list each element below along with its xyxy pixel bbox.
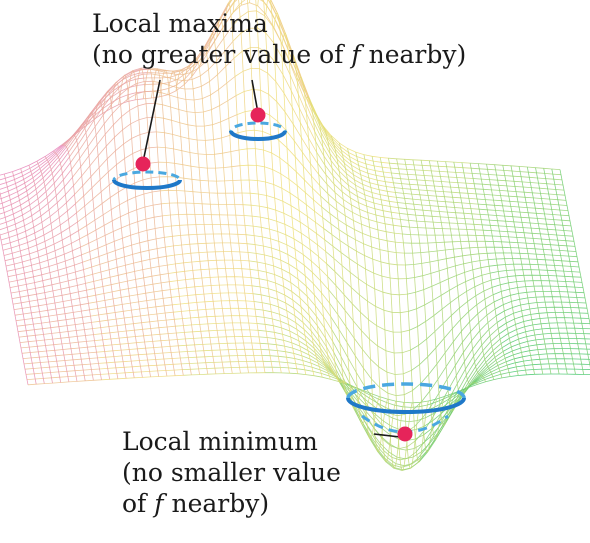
minimum-desc-text: of <box>122 489 155 518</box>
wireframe-grid <box>0 0 590 472</box>
local-minimum-description-2: of f nearby) <box>122 488 341 519</box>
maxima-desc-text: (no greater value of <box>92 40 352 69</box>
maximum-point-left <box>135 156 151 172</box>
local-minimum-description-1: (no smaller value <box>122 458 341 487</box>
maximum-ring-right-front <box>229 130 287 141</box>
maxima-desc-tail: nearby) <box>360 40 467 69</box>
minimum-desc-var: f <box>154 489 164 518</box>
maximum-ring-left-front <box>112 179 182 190</box>
minimum-pointer <box>373 433 401 438</box>
maximum-point-right <box>250 107 266 123</box>
local-minimum-title: Local minimum <box>122 427 318 456</box>
maxima-pointer-left <box>142 79 161 163</box>
local-maxima-description: (no greater value of f nearby) <box>92 39 466 70</box>
minimum-ring-back <box>346 382 466 399</box>
maxima-desc-var: f <box>351 40 361 69</box>
maxima-pointer-right <box>251 79 259 114</box>
local-maxima-label: Local maxima (no greater value of f near… <box>92 8 466 70</box>
minimum-ring-front <box>346 397 466 414</box>
local-maxima-title: Local maxima <box>92 9 268 38</box>
minimum-desc-tail: nearby) <box>163 489 270 518</box>
local-minimum-label: Local minimum (no smaller value of f nea… <box>122 426 341 519</box>
minimum-point <box>397 426 413 442</box>
